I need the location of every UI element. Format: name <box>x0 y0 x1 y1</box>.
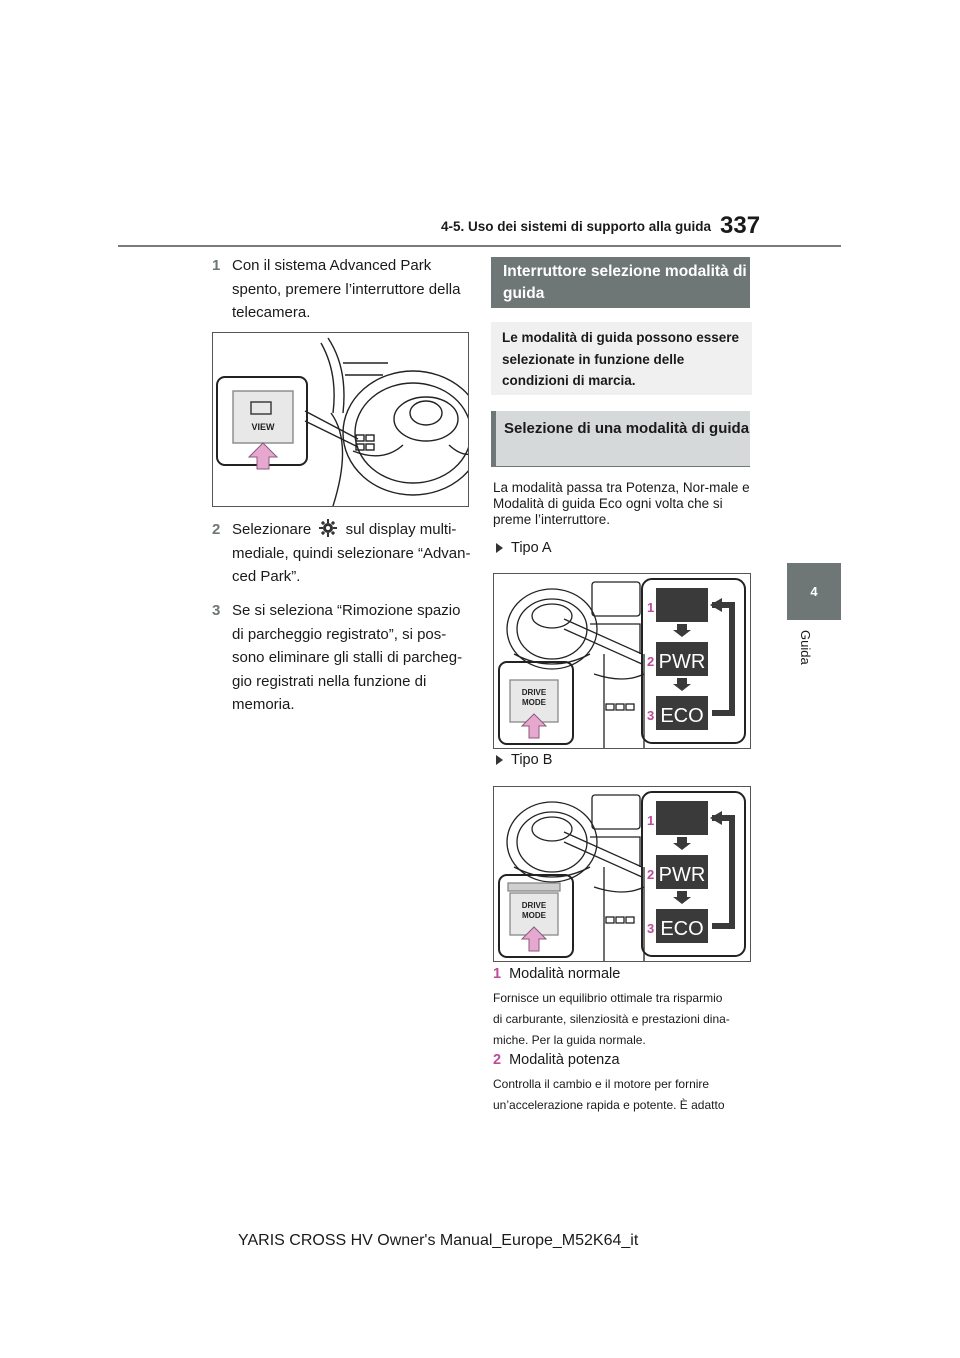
mode-number-1: 1 <box>647 813 654 828</box>
left-arrow-icon <box>710 598 722 612</box>
press-arrow-icon <box>520 713 548 739</box>
description-line: Controlla il cambio e il motore per forn… <box>493 1077 710 1091</box>
mode-number-3: 3 <box>647 921 654 936</box>
step-text: Con il sistema Advanced Park spento, pre… <box>232 257 461 321</box>
drive-mode-figure-type-b: PWR ECO 1 2 3 DRIVE MODE <box>493 786 751 962</box>
camera-switch-illustration: VIEW <box>216 337 484 507</box>
drive-mode-illustration-b: PWR ECO 1 2 3 DRIVE MODE <box>498 791 746 961</box>
bullet-triangle-icon <box>496 543 503 553</box>
step-number: 1 <box>212 257 221 274</box>
down-arrow-icon <box>673 837 691 850</box>
step-2: 2 Selezionare sul display multi-mediale,… <box>212 518 472 589</box>
mode-item-2-title: 2 Modalità potenza <box>493 1052 620 1068</box>
heading-select-mode: Selezione di una modalità di guida <box>491 411 750 467</box>
chapter-label: Guida <box>798 630 813 665</box>
gear-icon <box>319 519 338 537</box>
drive-mode-label-line2: MODE <box>522 698 547 707</box>
bullet-triangle-icon <box>496 755 503 765</box>
drive-mode-label-line1: DRIVE <box>522 688 547 697</box>
type-a-bullet: Tipo A <box>496 540 552 556</box>
step-text-b: sul display multi-mediale, quindi selezi… <box>232 521 471 585</box>
view-button-label: VIEW <box>251 422 275 432</box>
drive-mode-figure-type-a: PWR ECO 1 2 3 DRIVE MODE <box>493 573 751 749</box>
camera-switch-figure: VIEW <box>212 332 484 507</box>
description-line: un’accelerazione rapida e potente. È ada… <box>493 1098 725 1112</box>
summary-box: Le modalità di guida possono essere sele… <box>491 322 752 395</box>
mode-item-2-description: Controlla il cambio e il motore per forn… <box>493 1074 755 1116</box>
cycle-return-line <box>712 602 735 716</box>
section-title: 4-5. Uso dei sistemi di supporto alla gu… <box>441 219 712 234</box>
type-a-label: Tipo A <box>511 540 552 556</box>
mode-item-1-description: Fornisce un equilibrio ottimale tra risp… <box>493 988 755 1051</box>
step-text: Se si seleziona “Rimozione spazio di par… <box>232 602 463 713</box>
press-arrow-icon <box>247 442 279 470</box>
step-text-a: Selezionare <box>232 521 312 538</box>
intro-paragraph: La modalità passa tra Potenza, Nor-male … <box>493 480 750 527</box>
item-number: 2 <box>493 1052 502 1068</box>
mode-item-1-title: 1 Modalità normale <box>493 966 620 982</box>
description-line: Fornisce un equilibrio ottimale tra risp… <box>493 991 723 1005</box>
drive-mode-label-line2: MODE <box>522 911 547 920</box>
eco-label: ECO <box>660 918 703 940</box>
drive-mode-illustration-a: PWR ECO 1 2 3 DRIVE MODE <box>498 578 746 748</box>
description-line: di carburante, silenziosità e prestazion… <box>493 1012 730 1026</box>
mode-number-3: 3 <box>647 708 654 723</box>
header-divider <box>118 245 841 247</box>
footer-manual-id: YARIS CROSS HV Owner's Manual_Europe_M52… <box>238 1232 639 1249</box>
pwr-label: PWR <box>659 651 706 673</box>
step-number: 2 <box>212 521 221 538</box>
cycle-return-line <box>712 815 735 929</box>
down-arrow-icon <box>673 678 691 691</box>
type-b-label: Tipo B <box>511 752 553 768</box>
down-arrow-icon <box>673 624 691 637</box>
description-line: miche. Per la guida normale. <box>493 1033 646 1047</box>
chapter-tab: 4 <box>787 563 841 620</box>
press-arrow-icon <box>520 926 548 952</box>
heading-drive-mode-switch: Interruttore selezione modalità di guida <box>491 257 750 308</box>
step-3: 3 Se si seleziona “Rimozione spazio di p… <box>212 599 467 717</box>
left-arrow-icon <box>710 811 722 825</box>
mode-number-2: 2 <box>647 654 654 669</box>
item-title: Modalità normale <box>509 966 621 982</box>
item-title: Modalità potenza <box>509 1052 620 1068</box>
mode-number-1: 1 <box>647 600 654 615</box>
step-number: 3 <box>212 602 221 619</box>
step-1: 1 Con il sistema Advanced Park spento, p… <box>212 254 467 325</box>
drive-mode-label-line1: DRIVE <box>522 901 547 910</box>
item-number: 1 <box>493 966 502 982</box>
pwr-label: PWR <box>659 864 706 886</box>
type-b-bullet: Tipo B <box>496 752 552 768</box>
down-arrow-icon <box>673 891 691 904</box>
mode-number-2: 2 <box>647 867 654 882</box>
page-number: 337 <box>720 212 761 239</box>
eco-label: ECO <box>660 705 703 727</box>
